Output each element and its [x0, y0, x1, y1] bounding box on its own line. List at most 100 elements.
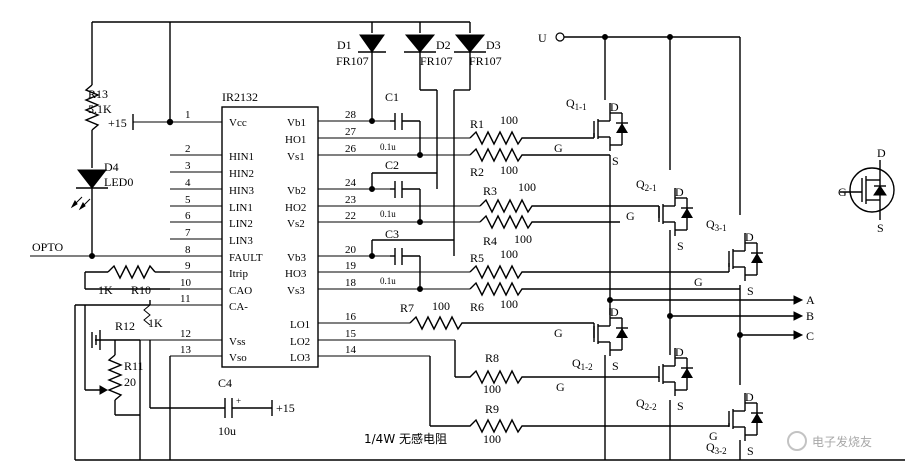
- svg-text:0.1u: 0.1u: [380, 276, 396, 286]
- svg-text:4: 4: [185, 177, 191, 189]
- svg-text:9: 9: [185, 260, 191, 272]
- potentiometer-r11: R11 20: [84, 305, 144, 416]
- svg-text:R3: R3: [483, 184, 497, 198]
- svg-text:HO1: HO1: [285, 134, 306, 146]
- led-d4: D4 LED0: [70, 160, 133, 259]
- svg-text:24: 24: [345, 177, 357, 189]
- svg-text:Vb1: Vb1: [287, 117, 306, 129]
- svg-text:100: 100: [500, 163, 518, 177]
- svg-text:R7: R7: [400, 301, 414, 315]
- svg-text:C4: C4: [218, 376, 232, 390]
- drain-label: D: [745, 390, 754, 404]
- resistor-r6: R6 100: [469, 281, 740, 314]
- capacitor-c1: C1 0.1u: [369, 90, 423, 158]
- svg-text:100: 100: [518, 180, 536, 194]
- svg-text:18: 18: [345, 277, 357, 289]
- svg-text:100: 100: [432, 299, 450, 313]
- drain-label: D: [675, 345, 684, 359]
- svg-text:S: S: [877, 221, 884, 235]
- drain-label: D: [675, 185, 684, 199]
- gate-label: G: [556, 380, 565, 394]
- u-supply: U: [538, 31, 741, 215]
- svg-text:Vss: Vss: [229, 336, 246, 348]
- top-supply-rail: [166, 21, 471, 126]
- svg-text:Vs1: Vs1: [287, 151, 305, 163]
- svg-text:26: 26: [345, 143, 357, 155]
- svg-text:R12: R12: [115, 319, 135, 333]
- svg-text:22: 22: [345, 210, 356, 222]
- svg-text:HO3: HO3: [285, 268, 307, 280]
- svg-text:1K: 1K: [98, 283, 113, 297]
- svg-text:A: A: [806, 293, 815, 307]
- svg-text:D4: D4: [104, 160, 119, 174]
- svg-text:Q1-2: Q1-2: [572, 356, 593, 372]
- source-label: S: [747, 284, 754, 298]
- svg-text:LO3: LO3: [290, 352, 311, 364]
- svg-text:R8: R8: [485, 351, 499, 365]
- svg-text:Q3-1: Q3-1: [706, 217, 727, 233]
- svg-text:+15: +15: [276, 401, 295, 415]
- svg-text:LIN3: LIN3: [229, 235, 253, 247]
- right-pin-names: Vb1 HO1 Vs1 Vb2 HO2 Vs2 Vb3 HO3 Vs3 LO1 …: [285, 117, 311, 364]
- svg-text:D2: D2: [436, 38, 451, 52]
- svg-text:Vs3: Vs3: [287, 285, 305, 297]
- source-label: S: [677, 399, 684, 413]
- svg-text:FR107: FR107: [336, 54, 369, 68]
- ir2132-chip: IR2132: [221, 90, 319, 368]
- svg-text:R4: R4: [483, 234, 497, 248]
- svg-text:100: 100: [500, 113, 518, 127]
- capacitor-c2: C2 0.1u: [369, 158, 437, 225]
- left-pin-names: Vcc HIN1 HIN2 HIN3 LIN1 LIN2 LIN3 FAULT …: [229, 117, 263, 364]
- svg-text:R6: R6: [470, 300, 484, 314]
- resistor-r2: R2 100: [469, 147, 610, 179]
- svg-text:16: 16: [345, 311, 357, 323]
- svg-text:HIN2: HIN2: [229, 168, 254, 180]
- mosfet-q2-2: D G S: [552, 345, 693, 413]
- svg-text:C: C: [806, 329, 814, 343]
- svg-text:FR107: FR107: [420, 54, 453, 68]
- svg-text:D: D: [877, 146, 886, 160]
- resistor-r10: R10 1K: [84, 264, 170, 297]
- svg-text:Vs2: Vs2: [287, 218, 305, 230]
- svg-text:+: +: [236, 396, 241, 406]
- svg-text:2: 2: [185, 143, 191, 155]
- mosfet-q1-1: DGS: [550, 100, 628, 168]
- svg-text:LO1: LO1: [290, 319, 310, 331]
- phase-outputs: A B C: [604, 155, 815, 460]
- svg-text:Q1-1: Q1-1: [566, 96, 587, 112]
- capacitor-c4: + C4 10u +15: [149, 340, 295, 438]
- svg-text:Q2-1: Q2-1: [636, 177, 657, 193]
- svg-text:FAULT: FAULT: [229, 252, 263, 264]
- resistor-r8: R8 100: [454, 340, 552, 396]
- resistor-r3: R3 100: [479, 180, 622, 214]
- svg-text:C2: C2: [385, 158, 399, 172]
- svg-text:B: B: [806, 309, 814, 323]
- resistor-1k: 1K: [143, 300, 163, 330]
- svg-text:10u: 10u: [218, 424, 236, 438]
- svg-text:HIN1: HIN1: [229, 151, 254, 163]
- resistor-r5: R5 100: [469, 247, 690, 280]
- source-label: S: [612, 359, 619, 373]
- svg-text:R2: R2: [470, 165, 484, 179]
- diode-d1: D1 FR107: [336, 34, 386, 121]
- svg-text:U: U: [538, 31, 547, 45]
- svg-text:5.1K: 5.1K: [88, 102, 112, 116]
- diode-d2: D2 FR107: [404, 34, 453, 189]
- chip-name: IR2132: [222, 90, 258, 104]
- opto-label: OPTO: [32, 240, 63, 254]
- plus15-terminal: +15: [108, 114, 134, 130]
- resistor-note: 1/4W 无感电阻: [364, 431, 447, 446]
- svg-text:R9: R9: [485, 402, 499, 416]
- svg-text:Vb2: Vb2: [287, 185, 306, 197]
- svg-text:C3: C3: [385, 227, 399, 241]
- svg-text:Q2-2: Q2-2: [636, 396, 657, 412]
- svg-text:HIN3: HIN3: [229, 185, 255, 197]
- mosfet-q3-1: DGS: [690, 230, 763, 298]
- svg-text:12: 12: [180, 328, 191, 340]
- left-pin-numbers: 1 2 3 4 5 6 7 8 9 10 11 12 13: [180, 109, 192, 356]
- watermark: 电子发烧友: [787, 431, 872, 451]
- mosfet-q1-2: DGS: [550, 305, 628, 373]
- svg-text:Vcc: Vcc: [229, 117, 247, 129]
